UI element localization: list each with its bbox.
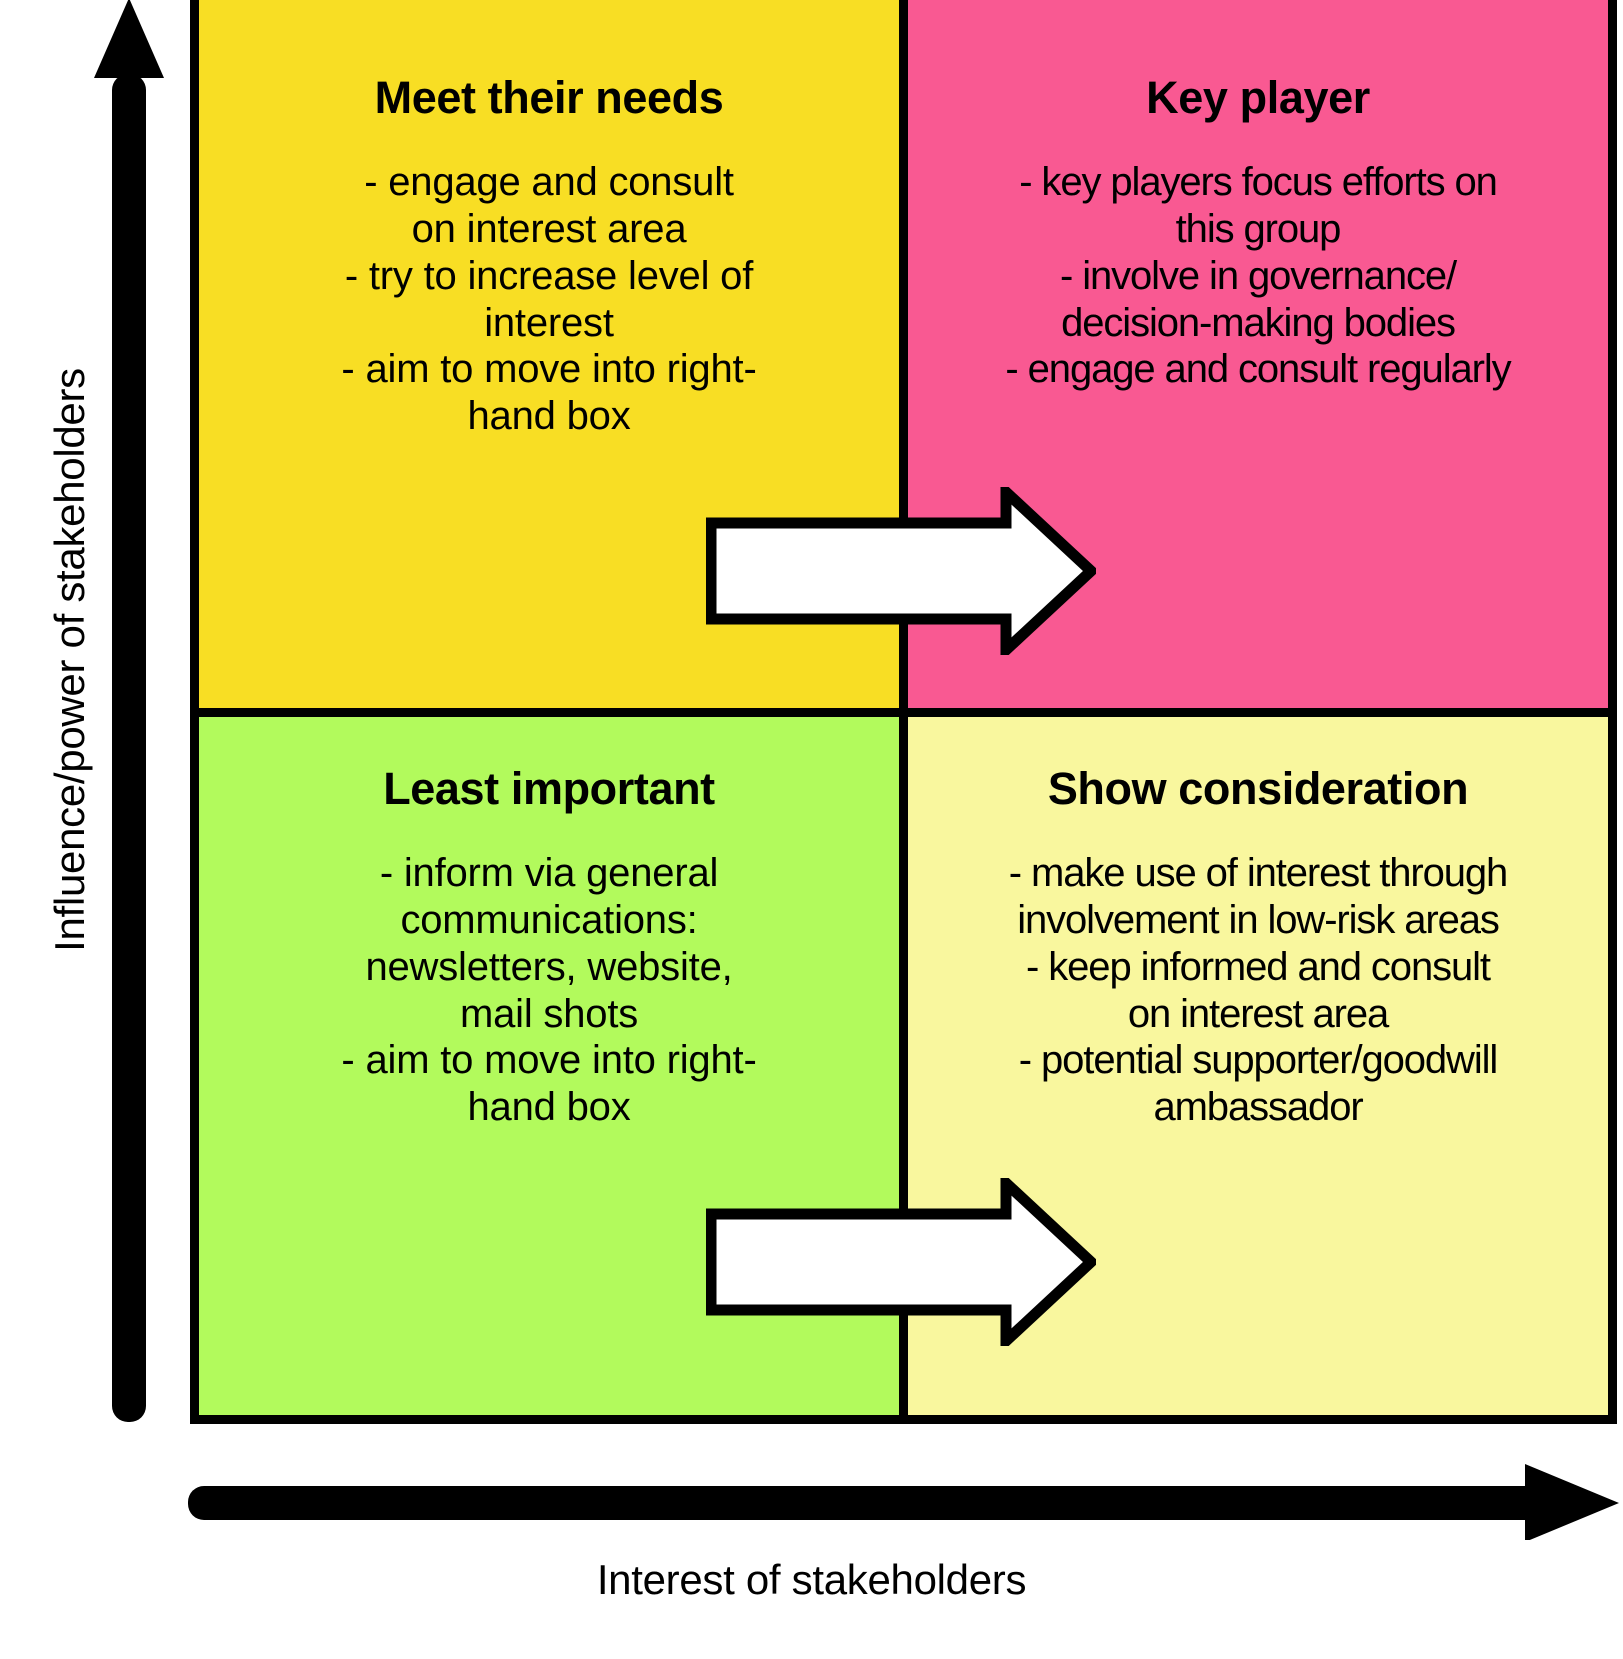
quadrant-line: on interest area (1127, 991, 1389, 1036)
quadrant-meet-their-needs[interactable]: Meet their needs - engage and consult on… (199, 0, 899, 708)
x-axis-arrow-icon (188, 1464, 1619, 1540)
quadrant-line: hand box (467, 1085, 631, 1130)
quadrant-line: on interest area (411, 207, 687, 252)
quadrant-line: - aim to move into right- (341, 347, 757, 392)
quadrant-line: ambassador (1153, 1085, 1363, 1130)
quadrant-line: interest (484, 300, 614, 345)
quadrant-line: - inform via general (379, 851, 719, 896)
quadrant-line: - potential supporter/goodwill (1018, 1038, 1499, 1083)
quadrant-line: - make use of interest through (1008, 851, 1508, 896)
quadrant-line: mail shots (459, 991, 639, 1036)
quadrant-line: communications: (400, 898, 698, 943)
quadrant-line: - key players focus efforts on (1019, 160, 1498, 205)
quadrant-title-least-important: Least important (383, 763, 715, 814)
quadrant-line: - aim to move into right- (341, 1038, 757, 1083)
x-axis-label: Interest of stakeholders (596, 1556, 1027, 1603)
y-axis-arrow-icon (94, 0, 164, 1422)
y-axis-label: Influence/power of stakeholders (46, 368, 93, 952)
quadrant-line: involvement in low-risk areas (1017, 898, 1500, 943)
quadrant-key-player[interactable]: Key player - key players focus efforts o… (908, 0, 1608, 708)
quadrant-line: - engage and consult (364, 160, 734, 205)
quadrant-line: newsletters, website, (365, 944, 733, 989)
quadrant-line: this group (1175, 207, 1342, 252)
quadrant-line: decision-making bodies (1061, 300, 1456, 345)
quadrant-body-meet-their-needs: - engage and consult on interest area - … (213, 159, 885, 440)
quadrant-title-meet-their-needs: Meet their needs (374, 72, 724, 123)
quadrant-title-show-consideration: Show consideration (1047, 763, 1469, 814)
quadrant-least-important[interactable]: Least important - inform via general com… (199, 717, 899, 1415)
quadrant-body-key-player: - key players focus efforts on this grou… (922, 159, 1594, 393)
quadrant-body-least-important: - inform via general communications: new… (213, 850, 885, 1131)
quadrant-show-consideration[interactable]: Show consideration - make use of interes… (908, 717, 1608, 1415)
quadrant-line: - try to increase level of (344, 253, 754, 298)
quadrant-line: - involve in governance/ (1059, 253, 1457, 298)
quadrant-body-show-consideration: - make use of interest through involveme… (922, 850, 1594, 1131)
quadrant-line: - engage and consult regularly (1005, 347, 1511, 392)
quadrant-matrix: Meet their needs - engage and consult on… (190, 0, 1617, 1424)
quadrant-line: - keep informed and consult (1026, 944, 1491, 989)
quadrant-line: hand box (467, 394, 631, 439)
quadrant-title-key-player: Key player (1146, 72, 1370, 123)
